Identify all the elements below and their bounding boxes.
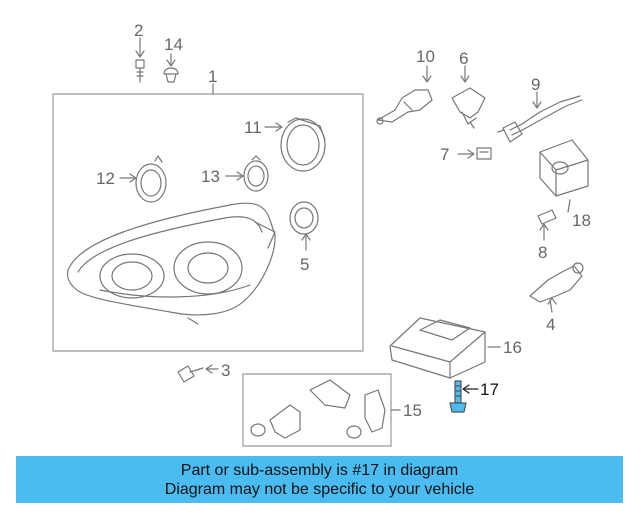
callout-label-1: 1 (208, 67, 217, 86)
screw-part-3 (177, 364, 219, 383)
callout-label-8: 8 (538, 243, 547, 262)
callout-label-11: 11 (244, 118, 262, 137)
callout-label-14: 14 (164, 35, 183, 54)
bracket-set-part-15 (242, 373, 401, 447)
screw-part-2 (135, 37, 145, 83)
bulb-part-10 (376, 65, 433, 125)
headlamp-assembly-frame (52, 93, 364, 352)
control-unit-part-16 (389, 317, 501, 379)
callout-label-6: 6 (459, 49, 468, 68)
lamp-cap-part-11 (264, 117, 326, 172)
igniter-module-part-18 (539, 139, 589, 213)
banner-line-part-number: Part or sub-assembly is #17 in diagram (180, 461, 459, 479)
small-bulb-part-7 (457, 147, 492, 160)
callout-label-17: 17 (480, 380, 499, 399)
bolt-part-17-highlighted (449, 380, 479, 413)
callout-label-13: 13 (201, 167, 220, 186)
headlamp-housing (66, 202, 276, 325)
wiring-part-9 (497, 91, 583, 143)
ring-part-13 (225, 155, 269, 192)
callout-label-5: 5 (300, 255, 309, 274)
callout-label-16: 16 (503, 338, 522, 357)
banner-line-disclaimer: Diagram may not be specific to your vehi… (164, 480, 475, 498)
callout-label-7: 7 (440, 145, 449, 164)
info-banner: Part or sub-assembly is #17 in diagram D… (16, 456, 623, 503)
bulb-part-4 (529, 262, 584, 313)
callout-label-10: 10 (416, 47, 435, 66)
clip-part-14 (163, 53, 179, 83)
small-bulb-part-8 (537, 209, 557, 241)
callout-label-2: 2 (134, 21, 143, 40)
ring-cap-part-12 (119, 155, 167, 203)
callout-label-18: 18 (572, 211, 591, 230)
parts-diagram: 1 2 3 4 5 6 7 8 9 10 11 12 13 14 15 16 1… (52, 21, 591, 447)
callout-label-12: 12 (96, 169, 115, 188)
callout-label-9: 9 (531, 75, 540, 94)
callout-label-4: 4 (546, 315, 555, 334)
callout-label-3: 3 (221, 361, 230, 380)
bulb-part-6 (451, 65, 486, 129)
cap-part-5 (289, 201, 319, 251)
callout-label-15: 15 (403, 401, 422, 420)
